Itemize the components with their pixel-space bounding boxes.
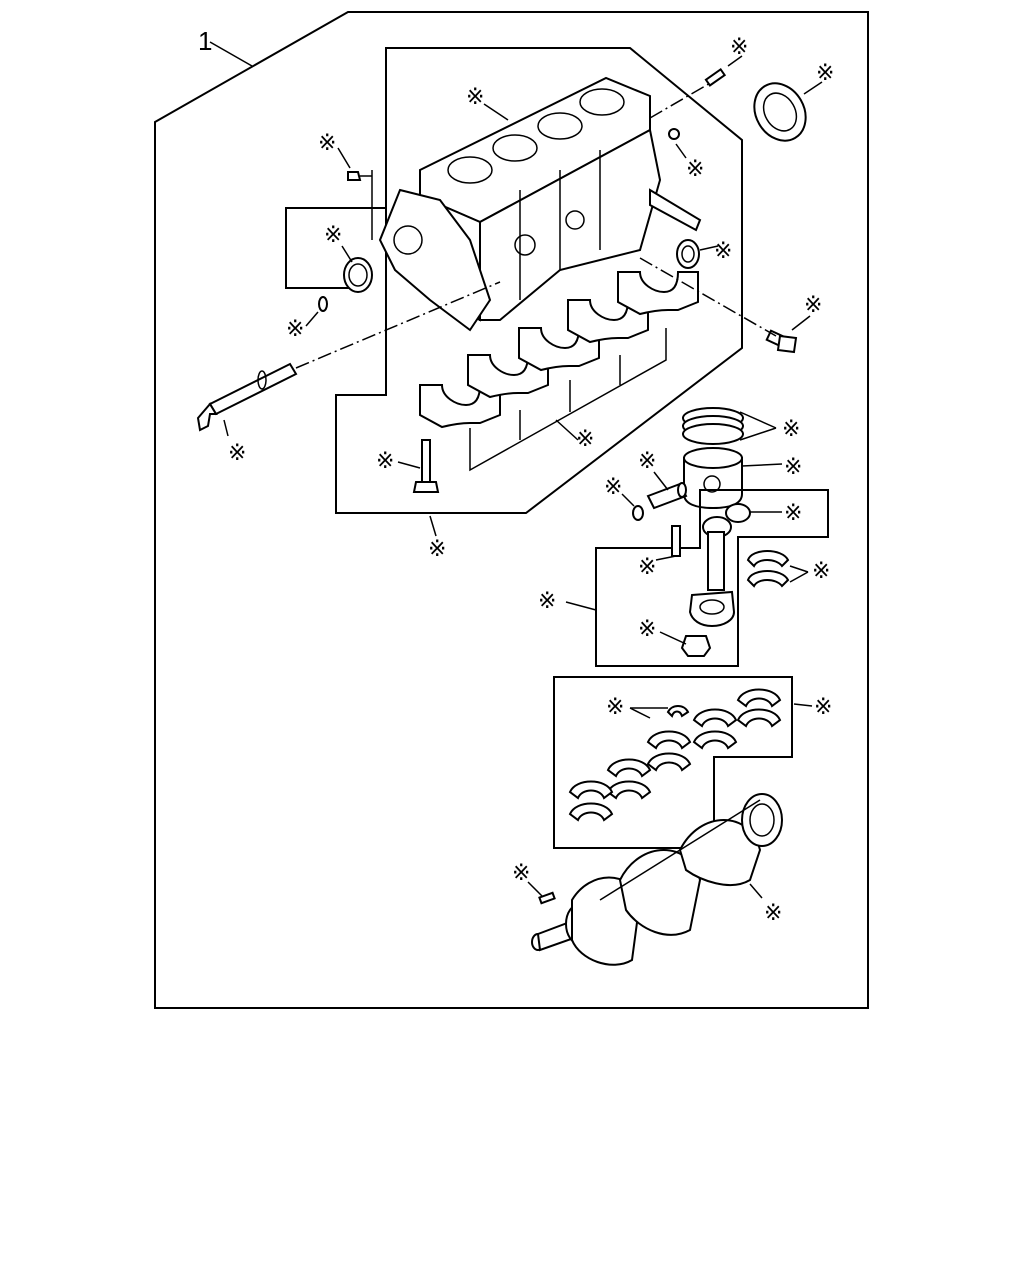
conrod-bearing-shells xyxy=(746,550,790,588)
side-seal-ring xyxy=(676,239,700,269)
marker-front-plug: ※ xyxy=(318,131,336,156)
conrod-nut xyxy=(680,635,712,657)
conrod-group-frame xyxy=(595,489,829,667)
marker-bearing-caps: ※ xyxy=(576,427,594,452)
oil-jet-axis xyxy=(295,281,501,369)
cap-bolt xyxy=(412,439,440,493)
assembly-frame xyxy=(154,11,869,1009)
marker-snap-ring: ※ xyxy=(604,475,622,500)
item-1-number: 1 xyxy=(198,26,212,56)
dowel-pin xyxy=(704,67,727,87)
marker-oil-jet-pipe: ※ xyxy=(228,441,246,466)
connecting-rod xyxy=(688,516,736,628)
main-bearing-caps xyxy=(419,271,699,472)
marker-dowel-pin: ※ xyxy=(730,35,748,60)
marker-cam-bushing: ※ xyxy=(324,223,342,248)
marker-conrod-group: ※ xyxy=(538,589,556,614)
marker-conrod-bolt: ※ xyxy=(638,555,656,580)
snap-ring xyxy=(632,505,644,521)
conrod-bolt xyxy=(671,525,681,557)
reference-markers: ※ ※ ※ ※ ※ ※ ※ ※ ※ ※ ※ ※ ※ ※ ※ ※ ※ ※ ※ ※ … xyxy=(228,35,834,926)
oil-jet-pipe xyxy=(196,362,298,432)
main-bearing-group-frame xyxy=(553,676,793,849)
marker-piston-pin: ※ xyxy=(638,449,656,474)
front-plug xyxy=(347,171,362,181)
plug-small-top xyxy=(668,128,680,140)
marker-cylinder-block: ※ xyxy=(466,85,484,110)
rear-bolt-axis xyxy=(639,257,777,337)
crank-key xyxy=(538,891,556,905)
main-bearing-shells xyxy=(568,688,782,822)
marker-block-group: ※ xyxy=(428,537,446,562)
marker-conrod-nut: ※ xyxy=(638,617,656,642)
marker-crankshaft: ※ xyxy=(764,901,782,926)
crankshaft xyxy=(531,793,783,966)
leader-lines xyxy=(223,55,823,899)
marker-piston-rings: ※ xyxy=(782,417,800,442)
marker-thrust-washers: ※ xyxy=(606,695,624,720)
rear-oil-seal xyxy=(753,82,807,142)
o-ring xyxy=(318,296,328,312)
marker-o-ring: ※ xyxy=(286,317,304,342)
dowel-pin-axis xyxy=(649,81,713,119)
marker-rear-bolt: ※ xyxy=(804,293,822,318)
item-1-leader xyxy=(209,41,253,67)
block-group-frame xyxy=(335,47,743,514)
conrod-bushing xyxy=(725,503,751,523)
piston-pin xyxy=(646,482,688,510)
marker-conrod-shells: ※ xyxy=(812,559,830,584)
marker-main-shells: ※ xyxy=(814,695,832,720)
piston xyxy=(683,447,743,510)
marker-plug-small: ※ xyxy=(686,157,704,182)
marker-crank-key: ※ xyxy=(512,861,530,886)
marker-side-seal: ※ xyxy=(714,239,732,264)
marker-cap-bolt: ※ xyxy=(376,449,394,474)
block-side-bracket xyxy=(285,207,386,289)
cylinder-block xyxy=(378,76,702,332)
marker-piston: ※ xyxy=(784,455,802,480)
marker-conrod-bushing: ※ xyxy=(784,501,802,526)
cam-bushing xyxy=(343,257,373,293)
piston-rings xyxy=(682,407,744,445)
marker-rear-oil-seal: ※ xyxy=(816,61,834,86)
rear-bolt xyxy=(765,329,798,354)
